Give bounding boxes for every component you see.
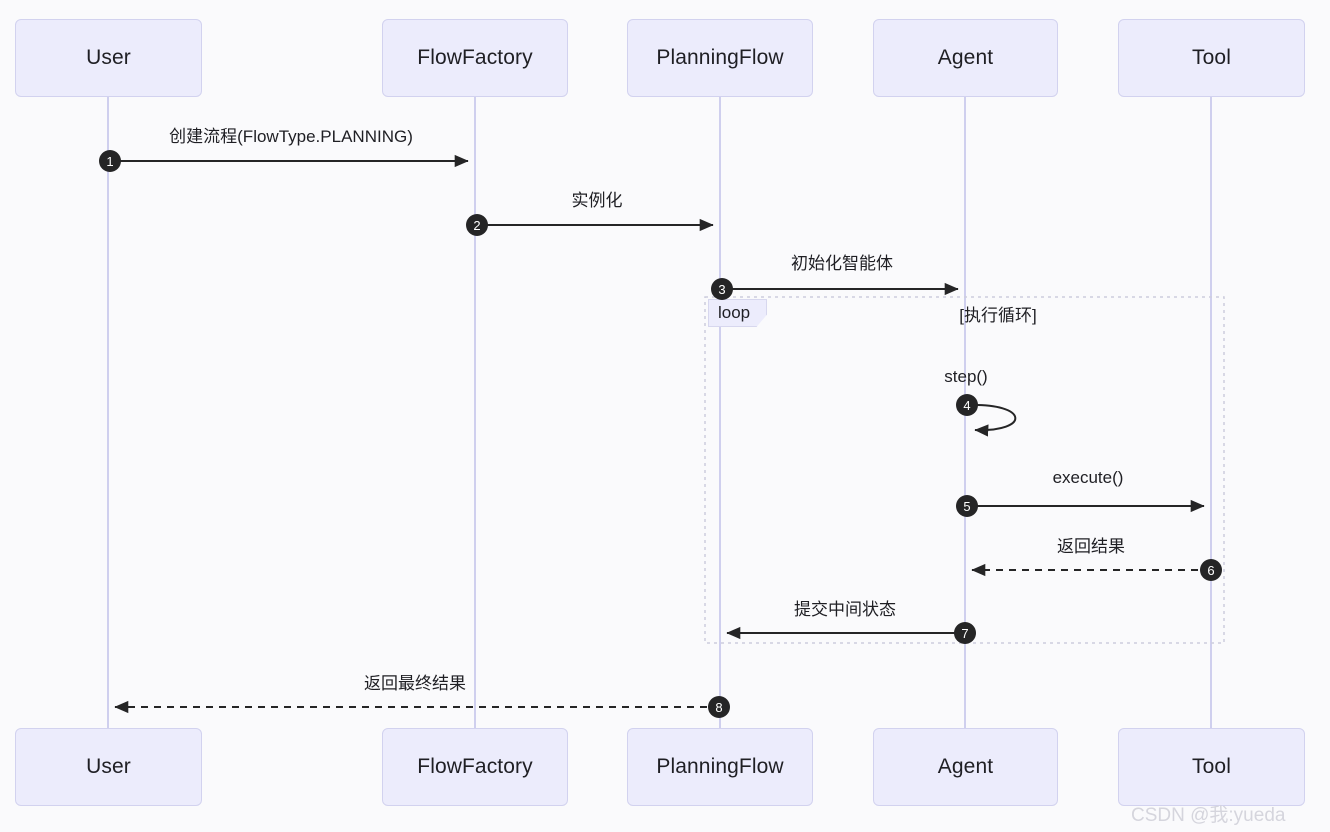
message-label-text: 实例化 <box>571 191 623 210</box>
sequence-badge-text: 4 <box>963 397 971 413</box>
sequence-badge-text: 5 <box>963 498 971 514</box>
actor-label: User <box>86 755 131 778</box>
message-arrows <box>108 154 1211 714</box>
message-label-2: 实例化 <box>572 186 623 211</box>
actor-label: Tool <box>1192 755 1231 778</box>
lifelines <box>107 97 1212 728</box>
message-label-text: 返回结果 <box>1057 537 1125 556</box>
sequence-badge-4: 4 <box>956 394 978 416</box>
sequence-badge-6: 6 <box>1200 559 1222 581</box>
actor-label: Tool <box>1192 46 1231 69</box>
sequence-badge-1: 1 <box>99 150 121 172</box>
loop-fragment-title: [执行循环] <box>959 301 1036 326</box>
loop-fragment-tag-label: loop <box>718 303 751 322</box>
message-label-7: 提交中间状态 <box>794 595 896 620</box>
actor-label: Agent <box>937 755 994 778</box>
sequence-badge-text: 8 <box>715 699 723 715</box>
message-arrow-4-self <box>966 403 1017 437</box>
actor-box-bottom-user[interactable]: User <box>15 728 202 806</box>
watermark-text: CSDN @我:yueda <box>1131 805 1286 826</box>
actor-box-top-planningflow[interactable]: PlanningFlow <box>627 19 813 97</box>
actor-box-top-agent[interactable]: Agent <box>873 19 1058 97</box>
actor-box-top-tool[interactable]: Tool <box>1118 19 1305 97</box>
actor-box-bottom-tool[interactable]: Tool <box>1118 728 1305 806</box>
sequence-badge-2: 2 <box>466 214 488 236</box>
sequence-badge-text: 3 <box>718 281 726 297</box>
actor-box-top-user[interactable]: User <box>15 19 202 97</box>
message-label-text: 初始化智能体 <box>791 254 893 273</box>
message-label-text: 创建流程(FlowType.PLANNING) <box>169 127 413 146</box>
message-label-3: 初始化智能体 <box>791 249 893 274</box>
loop-fragment-title-label: [执行循环] <box>959 306 1037 325</box>
actor-box-bottom-flowfactory[interactable]: FlowFactory <box>382 728 568 806</box>
sequence-badge-text: 1 <box>106 153 114 169</box>
message-label-text: 返回最终结果 <box>364 674 466 693</box>
sequence-badge-text: 2 <box>473 217 481 233</box>
actor-box-bottom-agent[interactable]: Agent <box>873 728 1058 806</box>
message-label-6: 返回结果 <box>1057 532 1125 557</box>
message-label-text: step() <box>944 367 988 386</box>
watermark: CSDN @我:yueda <box>1131 800 1285 827</box>
actor-label: FlowFactory <box>417 755 533 778</box>
actor-label: Agent <box>937 46 994 69</box>
sequence-badge-8: 8 <box>708 696 730 718</box>
loop-fragment-frame <box>704 296 1225 644</box>
actor-label: PlanningFlow <box>656 755 784 778</box>
actor-box-bottom-planningflow[interactable]: PlanningFlow <box>627 728 813 806</box>
message-label-1: 创建流程(FlowType.PLANNING) <box>169 122 413 147</box>
actor-label: User <box>86 46 131 69</box>
sequence-badge-text: 6 <box>1207 562 1215 578</box>
message-label-text: 提交中间状态 <box>794 600 896 619</box>
sequence-badge-5: 5 <box>956 495 978 517</box>
message-label-5: execute() <box>1053 468 1124 488</box>
message-label-text: execute() <box>1052 468 1124 487</box>
sequence-badge-text: 7 <box>961 625 969 641</box>
actor-label: FlowFactory <box>417 46 533 69</box>
actor-label: PlanningFlow <box>656 46 784 69</box>
actor-box-top-flowfactory[interactable]: FlowFactory <box>382 19 568 97</box>
message-label-4: step() <box>944 367 987 387</box>
message-label-8: 返回最终结果 <box>364 669 466 694</box>
sequence-badge-7: 7 <box>954 622 976 644</box>
sequence-badge-3: 3 <box>711 278 733 300</box>
loop-fragment-tag: loop <box>708 299 768 327</box>
